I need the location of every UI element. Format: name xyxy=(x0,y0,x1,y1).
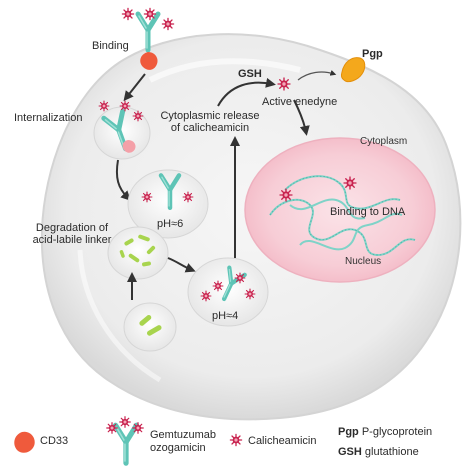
linker-fragments xyxy=(119,234,156,267)
label-release-line1: Cytoplasmic release xyxy=(160,110,260,122)
binding-calicheamicin-3 xyxy=(161,17,175,31)
legend-gemtuzumab-line1: Gemtuzumab xyxy=(150,429,217,441)
legend-gsh-full: glutathione xyxy=(364,446,419,458)
pgp-pump xyxy=(340,57,366,83)
binding-cd33 xyxy=(140,52,158,70)
label-release: Cytoplasmic release of calicheamicin xyxy=(150,110,270,134)
legend-cd33-label: CD33 xyxy=(40,435,69,447)
active-calicheamicin xyxy=(277,77,291,91)
legend-pgp-abbr: Pgp xyxy=(338,426,359,438)
legend-gsh-abbr: GSH xyxy=(338,446,362,458)
label-internalization: Internalization xyxy=(14,112,83,124)
label-degradation: Degradation of acid-labile linker xyxy=(22,222,122,246)
label-pgp: Pgp xyxy=(362,48,383,60)
legend-pgp-full: P-glycoprotein xyxy=(361,426,433,438)
label-nucleus: Nucleus xyxy=(345,256,382,267)
binding-calicheamicin-2 xyxy=(143,7,157,21)
linker-vesicle xyxy=(107,226,169,280)
label-ph4: pH≈4 xyxy=(212,310,239,322)
dna-bound-calicheamicin-2 xyxy=(343,176,357,190)
label-active-enedyne: Active enedyne xyxy=(262,96,338,108)
nucleus xyxy=(244,137,436,283)
label-cytoplasm: Cytoplasm xyxy=(360,136,408,147)
label-binding-to-dna: Binding to DNA xyxy=(330,206,406,218)
label-ph6: pH≈6 xyxy=(157,218,184,230)
legend-gsh: GSH glutathione xyxy=(338,446,419,459)
label-release-line2: of calicheamicin xyxy=(170,122,250,134)
label-binding: Binding xyxy=(92,40,129,52)
label-degradation-line2: acid-labile linker xyxy=(32,234,112,246)
legend-antibody-icon xyxy=(116,425,137,463)
dna-bound-calicheamicin-1 xyxy=(279,188,293,202)
label-degradation-line1: Degradation of xyxy=(35,222,109,234)
lysosome-vesicle xyxy=(123,302,177,352)
legend-cd33-icon xyxy=(14,431,35,453)
legend-calicheamicin-label: Calicheamicin xyxy=(248,435,317,447)
label-gsh: GSH xyxy=(238,68,262,80)
legend-pgp: Pgp P-glycoprotein xyxy=(338,426,432,439)
legend-gemtuzumab-line2: ozogamicin xyxy=(150,442,206,454)
legend-gemtuzumab-label: Gemtuzumab ozogamicin xyxy=(150,429,216,455)
binding-calicheamicin-1 xyxy=(121,7,135,21)
legend-calicheamicin-icon xyxy=(229,433,243,447)
